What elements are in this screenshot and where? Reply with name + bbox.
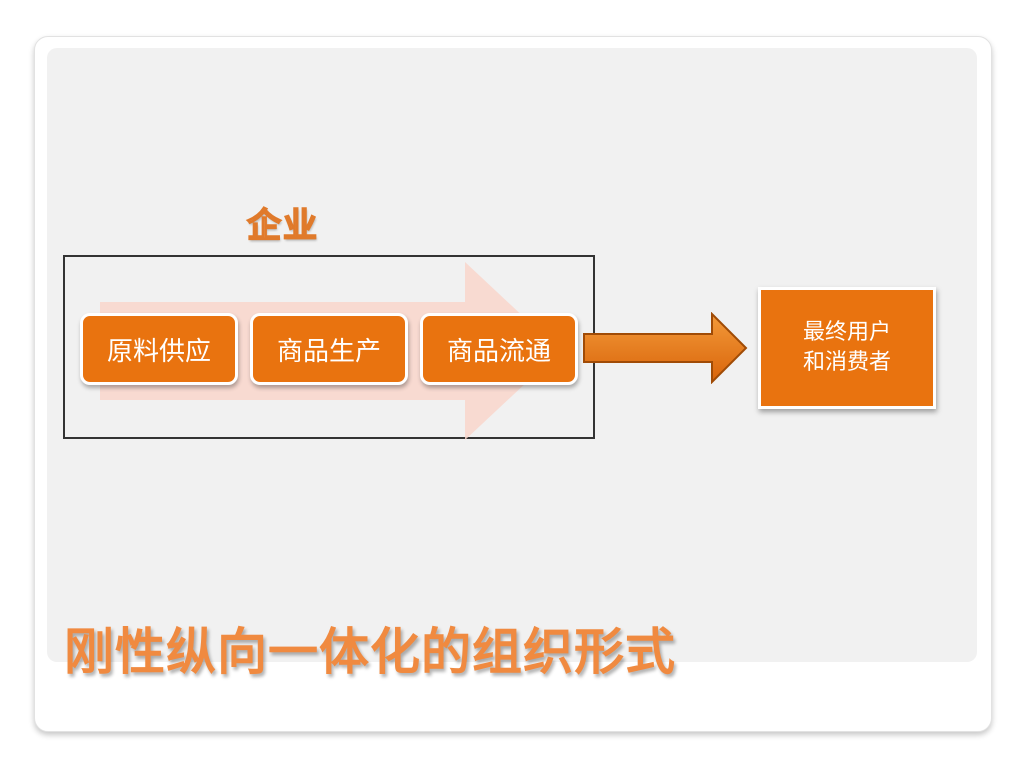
- end-user-line1: 最终用户: [802, 320, 891, 345]
- step-label: 原料供应: [106, 336, 211, 367]
- step-label: 商品生产: [276, 336, 381, 367]
- step-label: 商品流通: [446, 336, 551, 367]
- step-raw-material-supply: 原料供应: [80, 313, 238, 385]
- end-user-line2: 和消费者: [802, 350, 891, 375]
- enterprise-label: 企业: [246, 205, 319, 247]
- step-goods-production: 商品生产: [250, 313, 408, 385]
- slide-title: 刚性纵向一体化的组织形式: [64, 623, 676, 681]
- flow-arrow-to-end-user: [583, 312, 748, 384]
- step-goods-circulation: 商品流通: [420, 313, 578, 385]
- end-user-consumer-box: 最终用户 和消费者: [758, 287, 936, 409]
